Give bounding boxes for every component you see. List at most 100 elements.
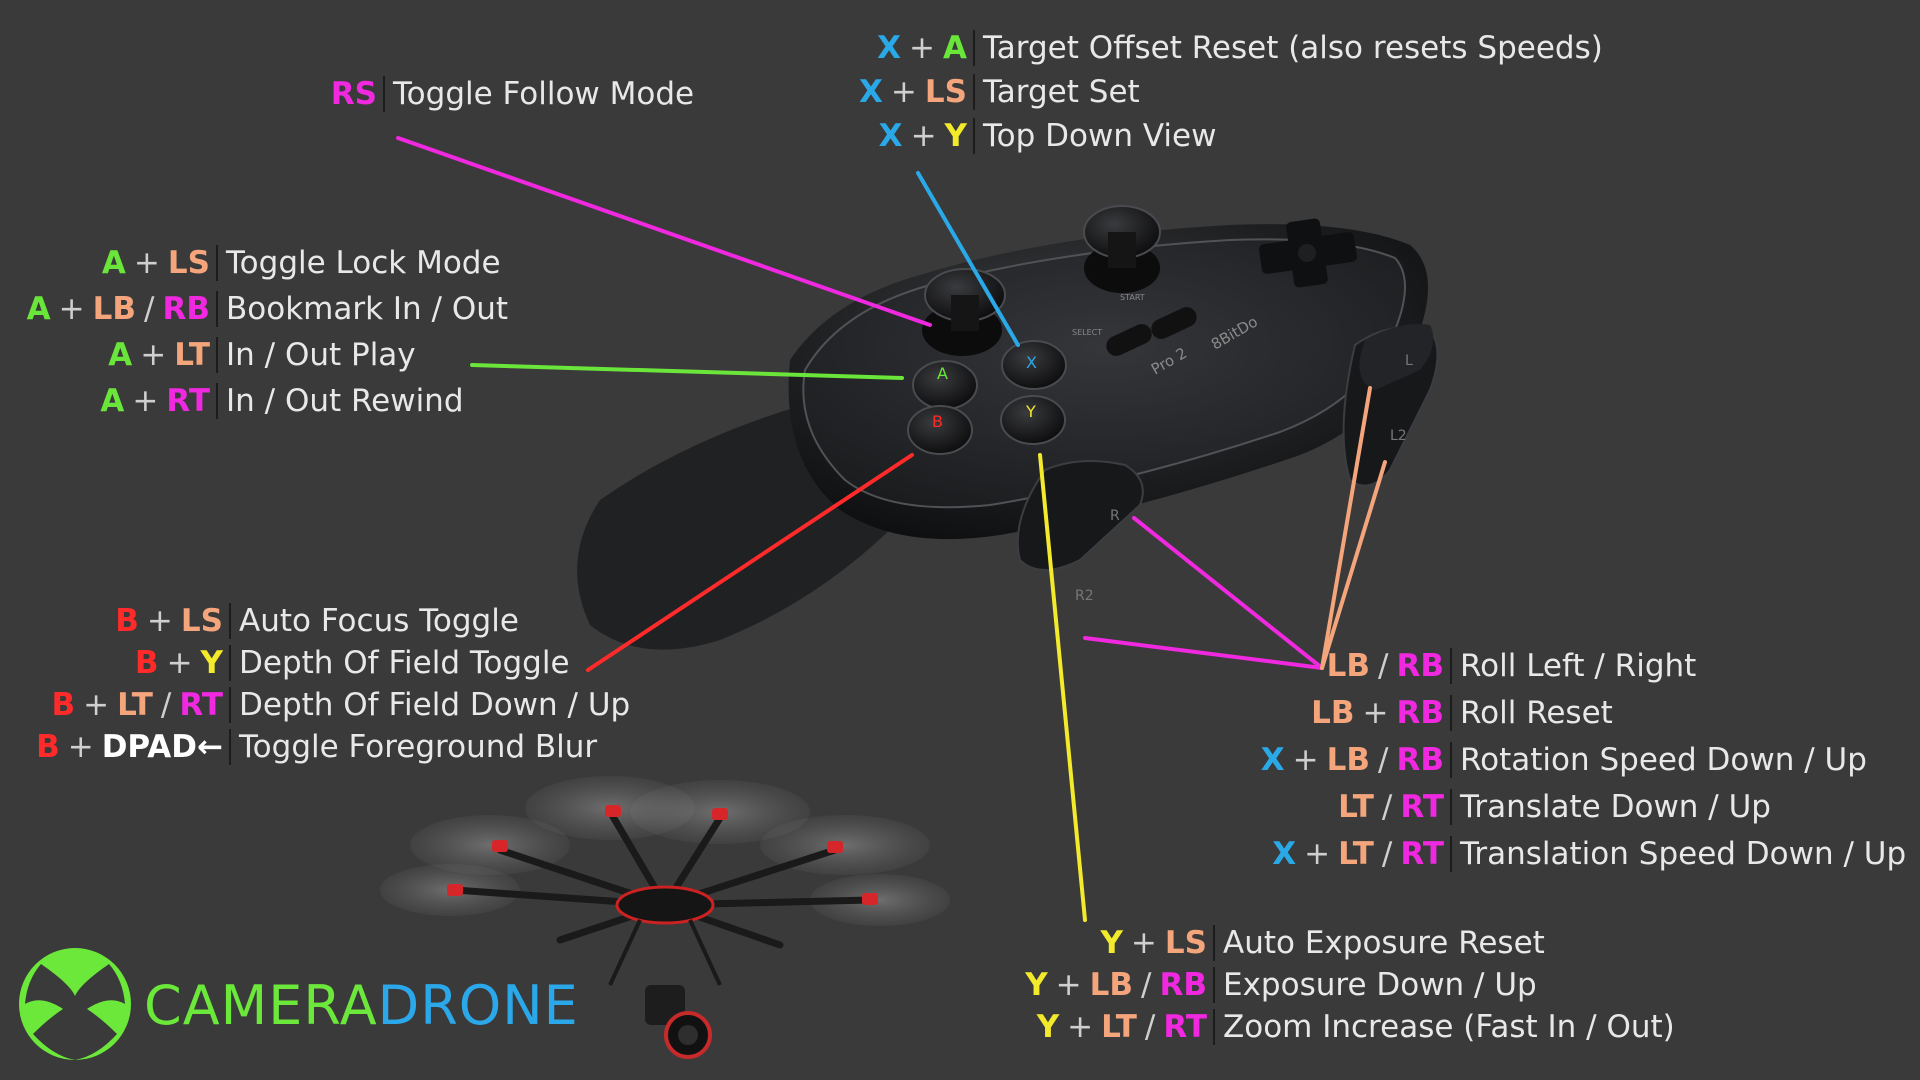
key-name: LT (1101, 1009, 1137, 1045)
combo-operator: / (1144, 1009, 1156, 1045)
combo-operator: + (58, 291, 85, 327)
face-button-x: X (1001, 340, 1067, 390)
key-combo: X+A (0, 30, 973, 66)
brand-wordmark: CAMERADRONE (144, 974, 579, 1037)
action-label: Toggle Lock Mode (226, 245, 501, 281)
key-name: LB (1311, 694, 1355, 731)
divider (973, 30, 975, 66)
action-label: Roll Left / Right (1460, 647, 1697, 684)
rb-callout-line-1 (1132, 516, 1324, 670)
combo-operator: / (160, 687, 172, 723)
face-button-a: A (912, 360, 978, 410)
rs-callout-line (396, 136, 932, 327)
shoulder-label-r: R (1110, 508, 1120, 524)
key-name: Y (1100, 925, 1123, 961)
combo-operator: + (1304, 835, 1331, 872)
face-button-b: B (907, 405, 973, 455)
key-combo: B+LT/RT (0, 687, 229, 723)
combo-operator: + (1292, 741, 1319, 778)
divider (216, 245, 218, 281)
combo-operator: / (1378, 647, 1389, 684)
key-combo: A+LS (0, 245, 216, 281)
action-label: Zoom Increase (Fast In / Out) (1223, 1009, 1675, 1045)
key-combo: X+LT/RT (0, 836, 1450, 872)
key-combo: Y+LB/RB (0, 967, 1213, 1003)
key-combo: A+LT (0, 337, 216, 373)
combo-operator: / (1381, 788, 1393, 825)
key-combo: A+LB/RB (0, 291, 216, 327)
key-combo: Y+LT/RT (0, 1009, 1213, 1045)
mapping-row: B+LT/RT Depth Of Field Down / Up (0, 684, 630, 726)
key-name: LT (117, 687, 153, 723)
drone-illustration (380, 776, 950, 1059)
combo-operator: + (166, 645, 193, 681)
divider (973, 118, 975, 154)
combo-operator: / (1381, 835, 1393, 872)
divider (383, 76, 385, 112)
svg-text:A: A (937, 364, 948, 383)
action-label: In / Out Play (226, 337, 416, 373)
combo-operator: / (1378, 741, 1389, 778)
key-name: RB (162, 291, 211, 327)
action-label: Translation Speed Down / Up (1460, 835, 1907, 872)
key-name: Y (1025, 967, 1048, 1003)
mapping-row: X+LT/RT Translation Speed Down / Up (0, 830, 1906, 877)
key-combo: LT/RT (0, 789, 1450, 825)
key-name: RS (330, 76, 377, 112)
key-combo: A+RT (0, 383, 216, 419)
mapping-row: A+LT In / Out Play (0, 332, 508, 378)
key-name: X (877, 30, 902, 66)
key-name: X (859, 74, 883, 110)
action-label: Rotation Speed Down / Up (1460, 741, 1867, 778)
key-name: Y (944, 118, 967, 154)
key-combo: X+Y (0, 118, 973, 154)
xbox-logo-icon (19, 948, 131, 1060)
dpad (1259, 218, 1357, 288)
action-label: Depth Of Field Down / Up (239, 687, 631, 723)
combo-operator: + (132, 383, 159, 419)
key-name: RT (1163, 1009, 1207, 1045)
key-name: A (108, 337, 133, 373)
key-name: LB (92, 291, 137, 327)
divider (216, 337, 218, 373)
face-button-y: Y (1000, 395, 1066, 445)
left-joystick (1083, 205, 1161, 293)
key-name: B (36, 729, 60, 765)
combo-operator: + (67, 729, 94, 765)
divider (229, 729, 231, 765)
key-name: X (1272, 835, 1297, 872)
combo-operator: + (1067, 1009, 1094, 1045)
key-name: B (134, 645, 159, 681)
action-label: Depth Of Field Toggle (239, 645, 570, 681)
divider (216, 383, 218, 419)
key-name: LT (174, 337, 210, 373)
cameradrone-brand: CAMERADRONE (18, 946, 579, 1064)
key-name: RT (179, 687, 223, 723)
key-name: RT (166, 383, 210, 419)
right-bumper (1359, 324, 1434, 390)
callout-lines (396, 136, 1387, 922)
key-name: LT (1338, 835, 1374, 872)
key-name: LB (1089, 967, 1134, 1003)
action-label: Target Offset Reset (also resets Speeds) (983, 30, 1603, 66)
lb-callout-line-2 (1320, 460, 1387, 670)
divider (229, 645, 231, 681)
action-label: In / Out Rewind (226, 383, 464, 419)
key-combo: LB+RB (0, 695, 1450, 731)
key-name: A (943, 30, 967, 66)
key-name: LB (1326, 741, 1371, 778)
combo-operator: / (1141, 967, 1152, 1003)
b-callout-line (586, 453, 914, 672)
divider (973, 74, 975, 110)
divider (229, 687, 231, 723)
a-callout-line (470, 363, 904, 380)
